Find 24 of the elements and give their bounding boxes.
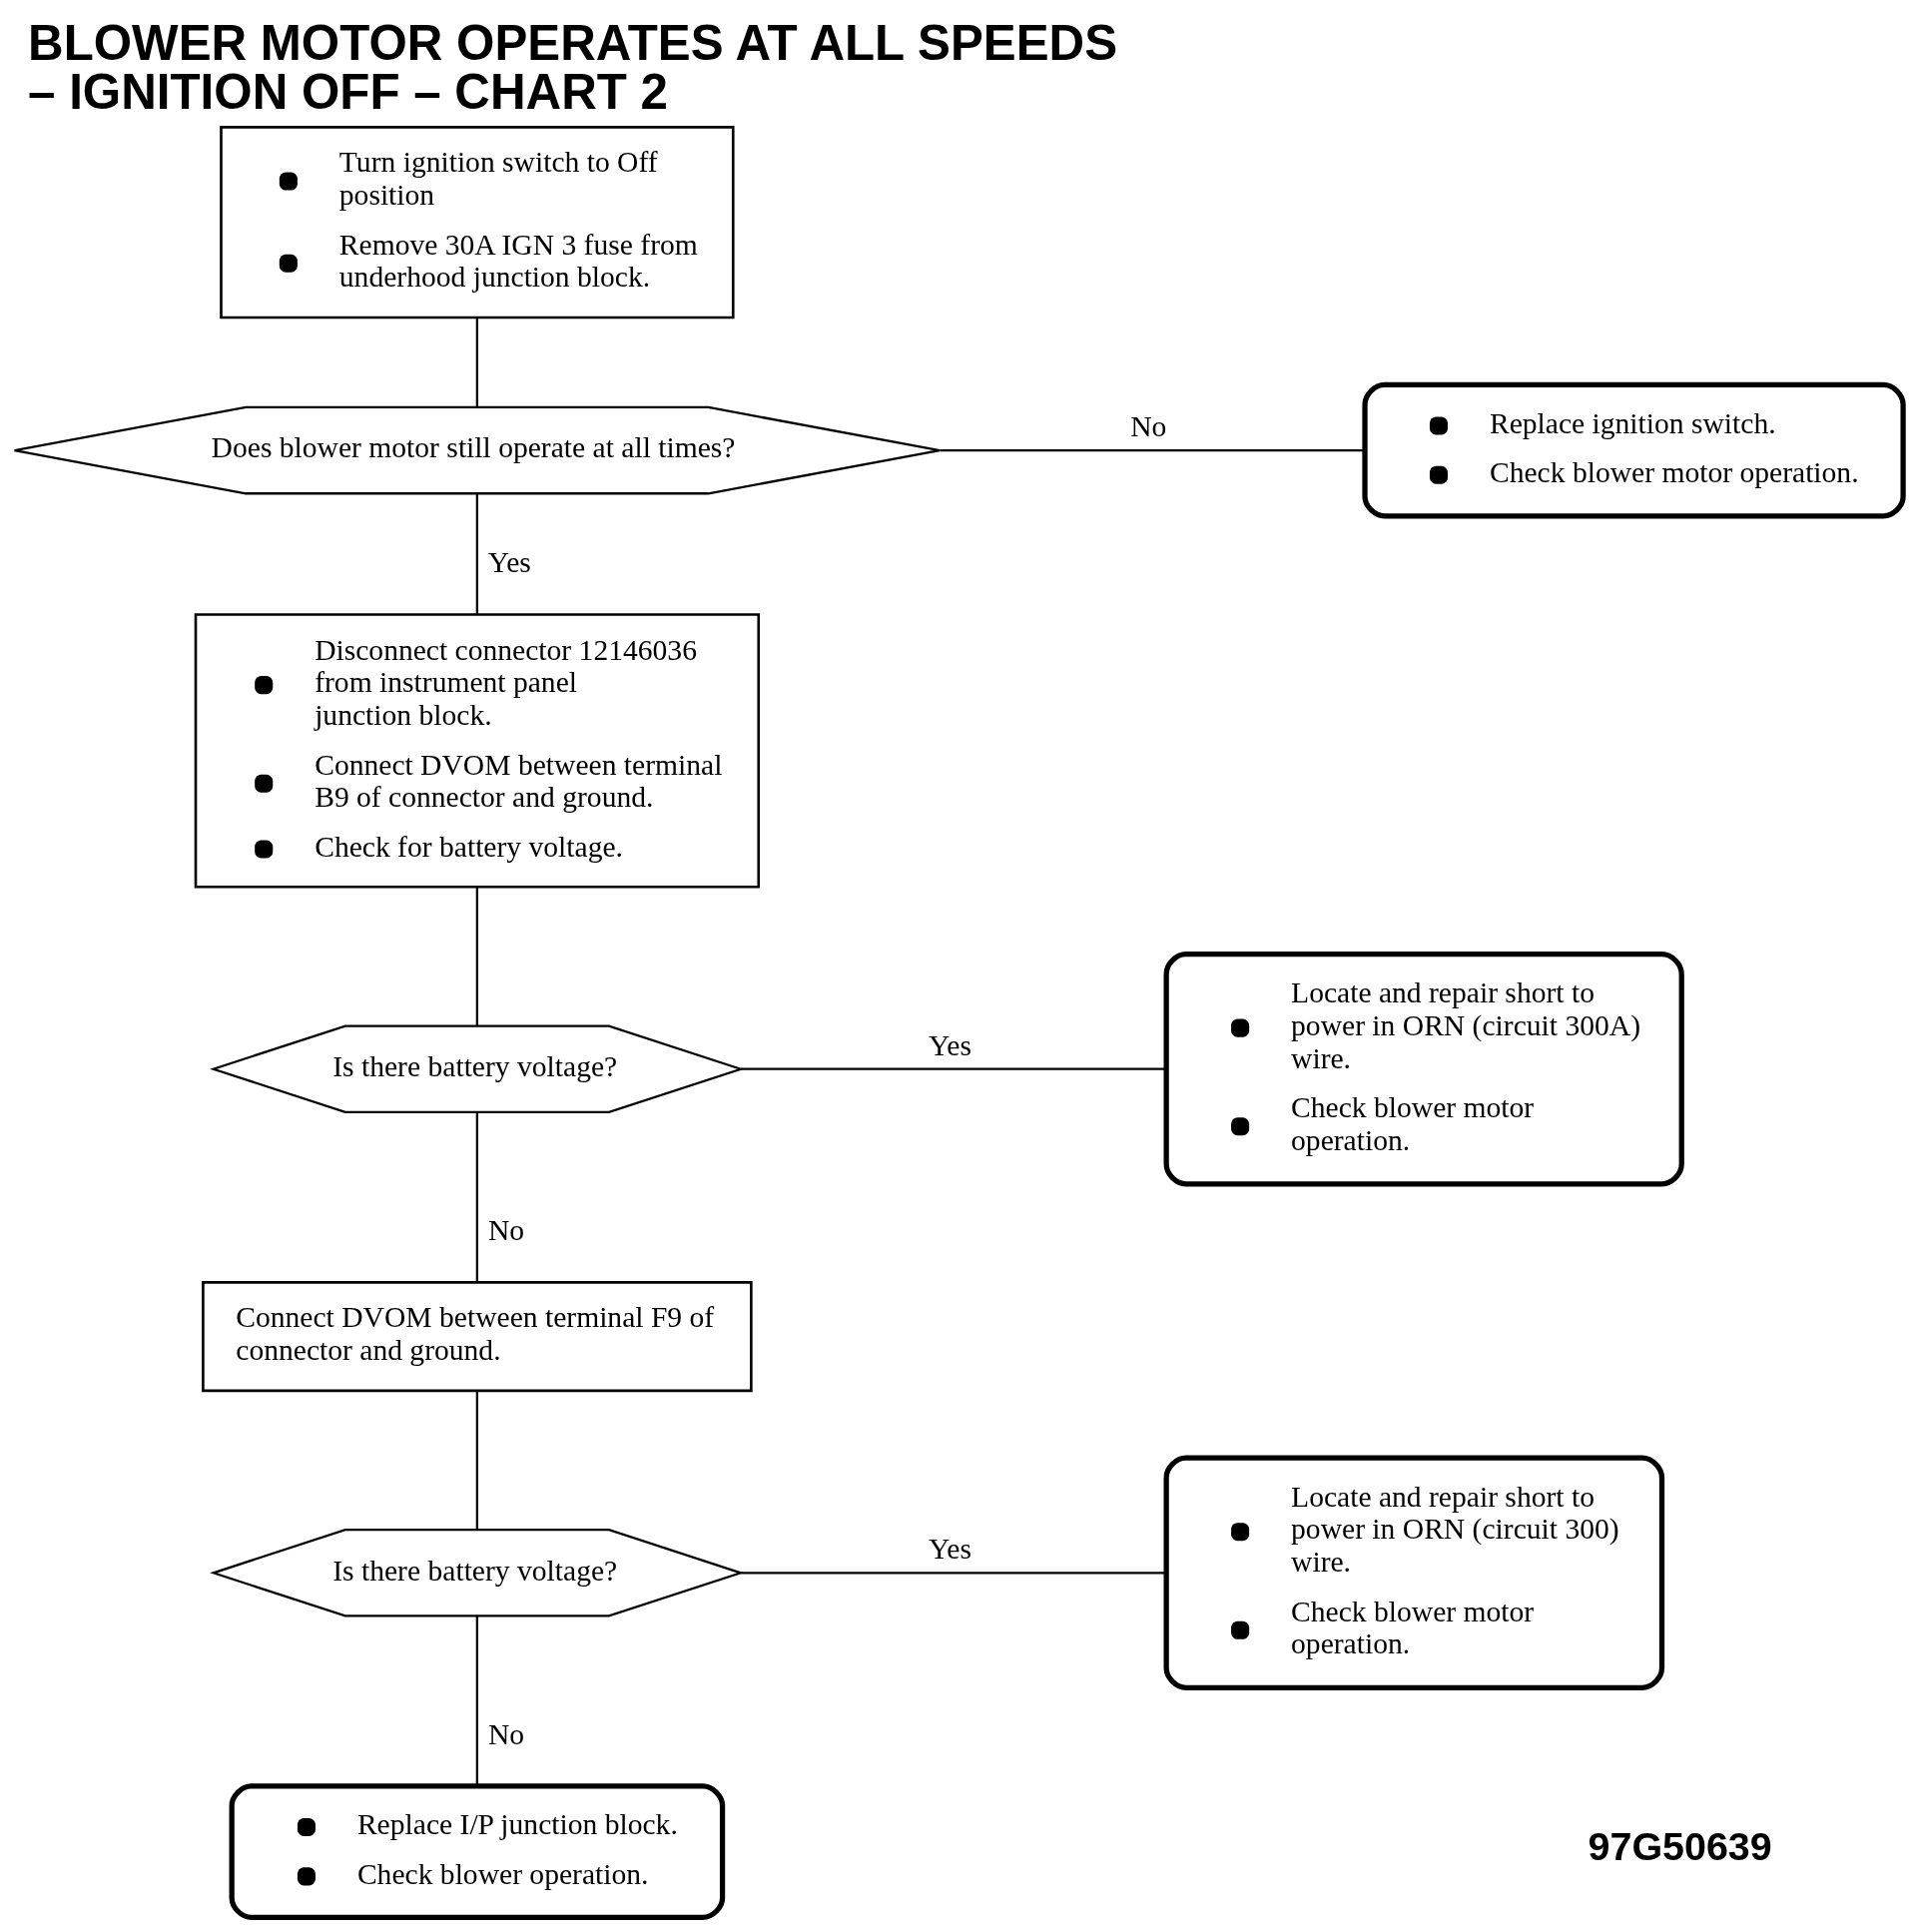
node-box: Locate and repair short to power in ORN (circuit 300) wire. Check blower motor operation. — [1163, 1455, 1665, 1690]
diagram-title: BLOWER MOTOR OPERATES AT ALL SPEEDS – IGNITION OFF – CHART 2 — [28, 14, 1118, 119]
edge-label: No — [487, 1213, 525, 1246]
edge-label: No — [487, 1717, 525, 1750]
edge-label: Yes — [928, 1532, 972, 1565]
node-box: Replace I/P junction block. Check blower operation. — [229, 1782, 726, 1920]
connector — [475, 1390, 478, 1530]
node-box: Disconnect connector 12146036 from instrument panel junction block. Connect DVOM between terminal B9 of connector and ground. Check for battery voltage. — [194, 612, 761, 889]
edge-label: No — [1130, 409, 1167, 442]
connector — [741, 1571, 1166, 1574]
connector — [475, 1111, 478, 1282]
node-box: Replace ignition switch. Check blower motor operation. — [1362, 381, 1906, 518]
node-box: Turn ignition switch to Off position Remove 30A IGN 3 fuse from underhood junction block. — [220, 125, 735, 319]
connector — [475, 492, 478, 614]
connector — [475, 887, 478, 1026]
connector — [940, 448, 1365, 451]
connector — [475, 1614, 478, 1786]
node-box: Locate and repair short to power in ORN (circuit 300A) wire. Check blower motor operation. — [1163, 951, 1684, 1186]
label: 97G50639 — [1588, 1823, 1772, 1868]
node-box: Connect DVOM between terminal F9 of connector and ground. — [202, 1280, 753, 1392]
edge-label: Yes — [928, 1028, 972, 1061]
connector — [475, 318, 478, 407]
edge-label: Yes — [487, 545, 531, 578]
connector — [741, 1067, 1166, 1070]
